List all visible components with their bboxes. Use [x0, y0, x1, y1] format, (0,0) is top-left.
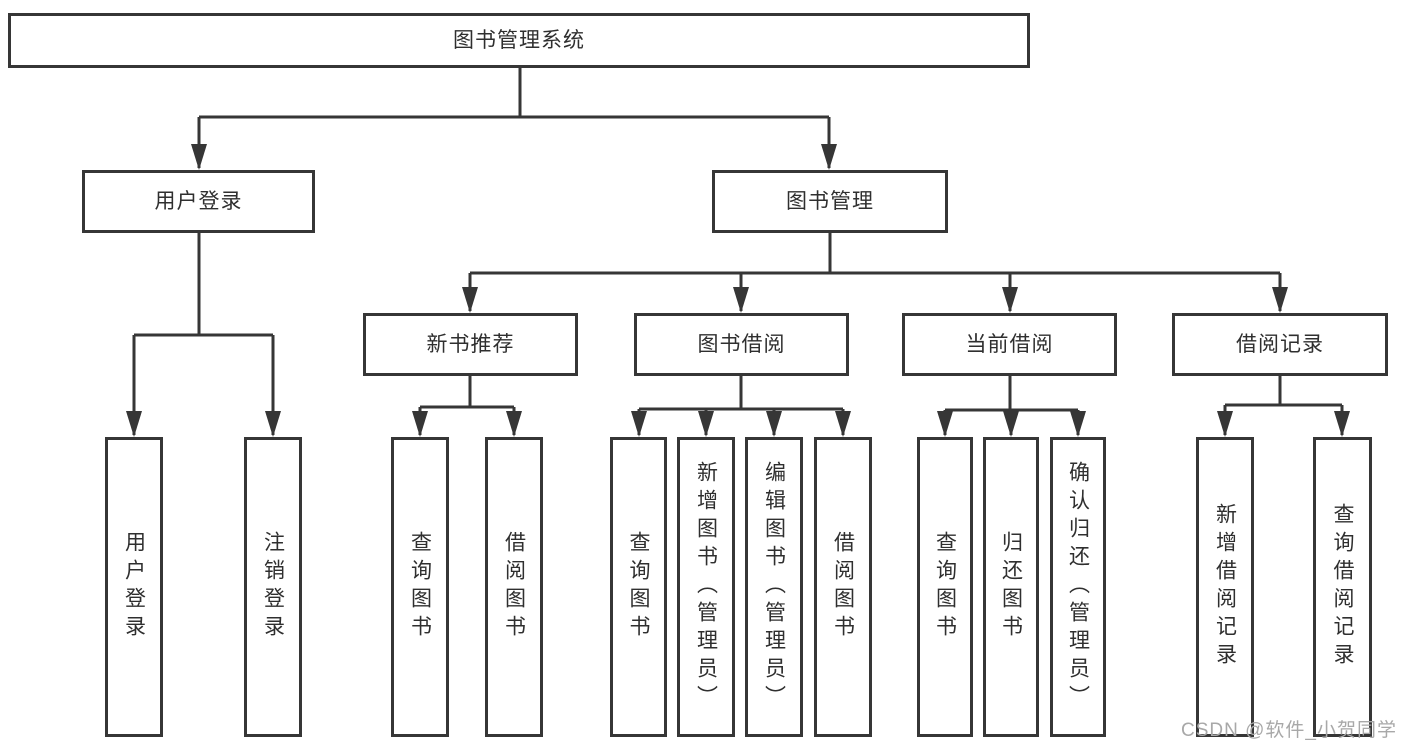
- leaf-logout: 注销登录: [244, 437, 302, 737]
- node-root: 图书管理系统: [8, 13, 1030, 68]
- leaf-borrow-books-recommend: 借阅图书: [485, 437, 543, 737]
- leaf-add-books-admin: 新增图书（管理员）: [677, 437, 735, 737]
- arrowheads: [126, 144, 1350, 437]
- leaf-query-books-current: 查询图书: [917, 437, 973, 737]
- csdn-watermark: CSDN @软件_小贺同学: [1181, 720, 1397, 741]
- node-borrow-records: 借阅记录: [1172, 313, 1388, 376]
- leaf-add-borrow-record: 新增借阅记录: [1196, 437, 1254, 737]
- leaf-query-borrow-record: 查询借阅记录: [1313, 437, 1372, 737]
- leaf-return-books: 归还图书: [983, 437, 1039, 737]
- leaf-edit-books-admin: 编辑图书（管理员）: [745, 437, 803, 737]
- leaf-query-books-borrow: 查询图书: [610, 437, 667, 737]
- leaf-borrow-books: 借阅图书: [814, 437, 872, 737]
- node-book-borrow: 图书借阅: [634, 313, 849, 376]
- node-book-management: 图书管理: [712, 170, 948, 233]
- node-new-book-recommend: 新书推荐: [363, 313, 578, 376]
- leaf-user-login: 用户登录: [105, 437, 163, 737]
- node-user-login: 用户登录: [82, 170, 315, 233]
- node-current-borrow: 当前借阅: [902, 313, 1117, 376]
- leaf-query-books-recommend: 查询图书: [391, 437, 449, 737]
- leaf-confirm-return-admin: 确认归还（管理员）: [1050, 437, 1106, 737]
